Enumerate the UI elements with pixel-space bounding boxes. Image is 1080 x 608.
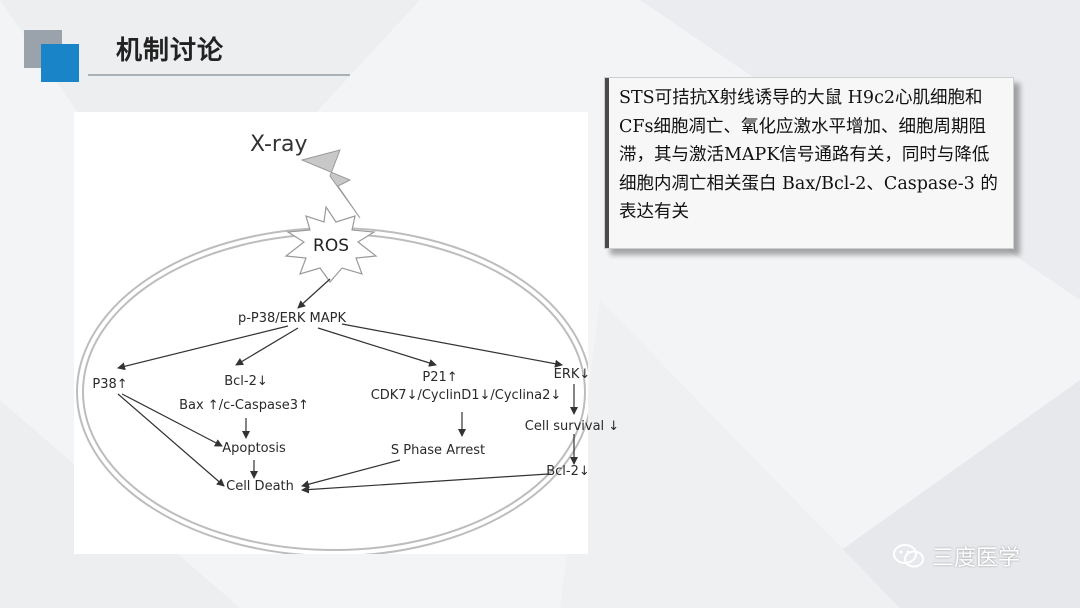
watermark-text: 三度医学 <box>932 546 1021 571</box>
summary-accent-bar <box>605 78 609 248</box>
summary-text: STS可拮抗X射线诱导的大鼠 H9c2心肌细胞和CFs细胞凋亡、氧化应激水平增加… <box>619 88 998 222</box>
bax-label: Bax ↑/c-Caspase3↑ <box>179 398 309 413</box>
diagram-graphics <box>76 149 588 554</box>
xray-label: X-ray <box>250 132 308 157</box>
ros-label: ROS <box>313 236 349 256</box>
header-accent-blue <box>41 44 79 82</box>
bcl2-top-label: Bcl-2↓ <box>224 374 268 389</box>
summary-box: STS可拮抗X射线诱导的大鼠 H9c2心肌细胞和CFs细胞凋亡、氧化应激水平增加… <box>604 77 1014 249</box>
pathway-arrows <box>117 278 578 494</box>
wechat-icon <box>893 544 924 568</box>
mapk-label: p-P38/ERK MAPK <box>237 311 347 326</box>
apoptosis-label: Apoptosis <box>222 441 286 456</box>
bcl2-bottom-label: Bcl-2↓ <box>546 464 590 479</box>
lightning-bolt-icon <box>300 149 361 219</box>
s-phase-arrest-label: S Phase Arrest <box>390 443 486 458</box>
watermark: 三度医学 <box>892 540 1020 572</box>
page-title: 机制讨论 <box>116 36 225 66</box>
p21-label: P21↑ <box>422 370 458 385</box>
cdk-label: CDK7↓/CyclinD1↓/Cyclina2↓ <box>370 388 562 403</box>
cell-survival-label: Cell survival ↓ <box>524 419 620 434</box>
ros-starburst <box>284 205 378 283</box>
cell-death-label: Cell Death <box>226 479 294 494</box>
erk-label: ERK↓ <box>553 367 591 382</box>
mechanism-diagram: X-ray ROS p-P38/ERK MAPK P38↑ Bcl-2↓ Bax… <box>74 112 619 554</box>
title-underline <box>88 74 350 76</box>
p38-label: P38↑ <box>92 377 128 392</box>
